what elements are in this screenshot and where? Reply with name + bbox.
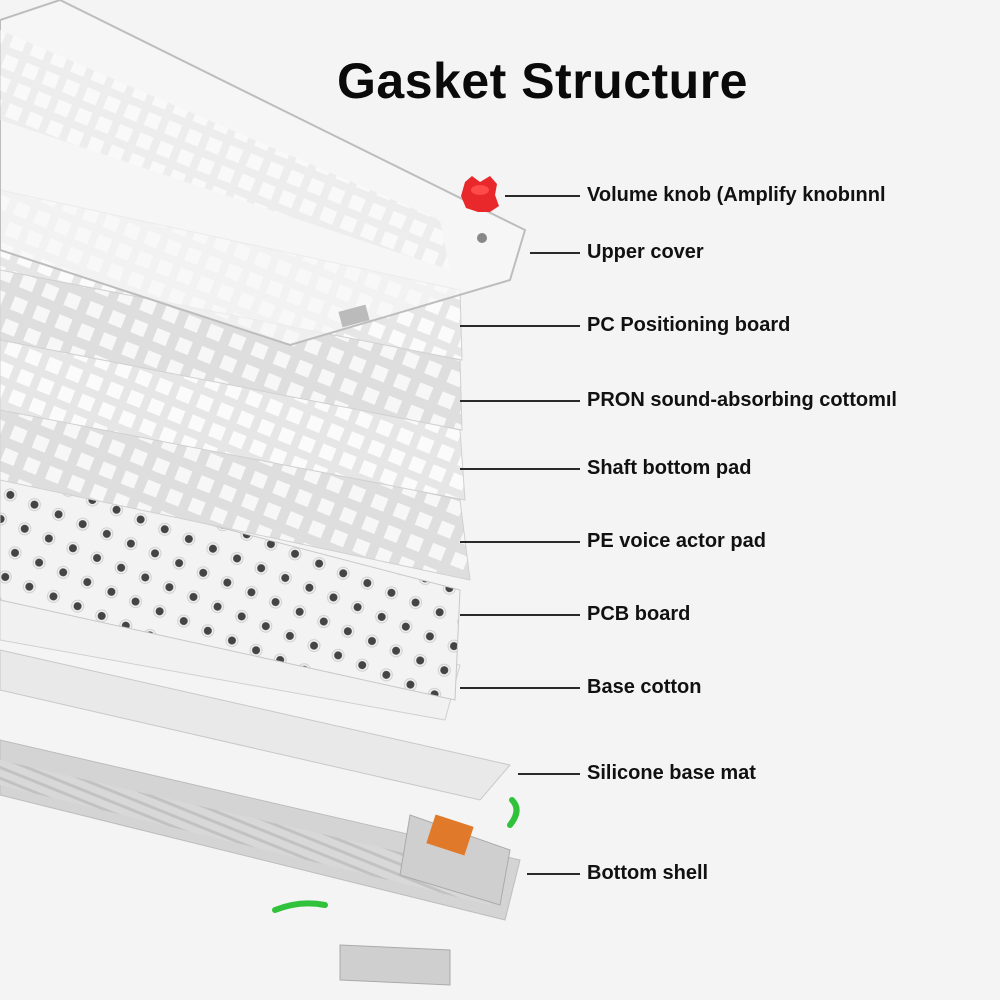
page-title: Gasket Structure	[337, 53, 748, 109]
pcb-board-layer	[0, 469, 461, 701]
callout-label: PC Positioning board	[587, 314, 791, 336]
screw-icon	[477, 233, 487, 243]
volume-knob-icon	[461, 176, 499, 212]
callout-label: PCB board	[587, 603, 691, 625]
upper-cover-layer	[0, 0, 527, 347]
callout-label: Upper cover	[587, 241, 704, 263]
bottom-shell-layer	[0, 739, 521, 986]
callout-label: PE voice actor pad	[587, 530, 766, 552]
callout-label: Base cotton	[587, 676, 702, 698]
callout-label: Bottom shell	[587, 862, 709, 884]
connector-icon	[426, 814, 474, 856]
gasket-strip-icon	[507, 797, 520, 828]
callout-label: Volume knob (Amplify knobınnl	[587, 184, 886, 206]
callout-label: PRON sound-absorbing cottomıl	[587, 389, 897, 411]
silicone-base-mat-layer	[0, 649, 520, 828]
callout-label: Silicone base mat	[587, 762, 756, 784]
gasket-strip-icon	[272, 900, 328, 913]
callout-label: Shaft bottom pad	[587, 457, 752, 479]
